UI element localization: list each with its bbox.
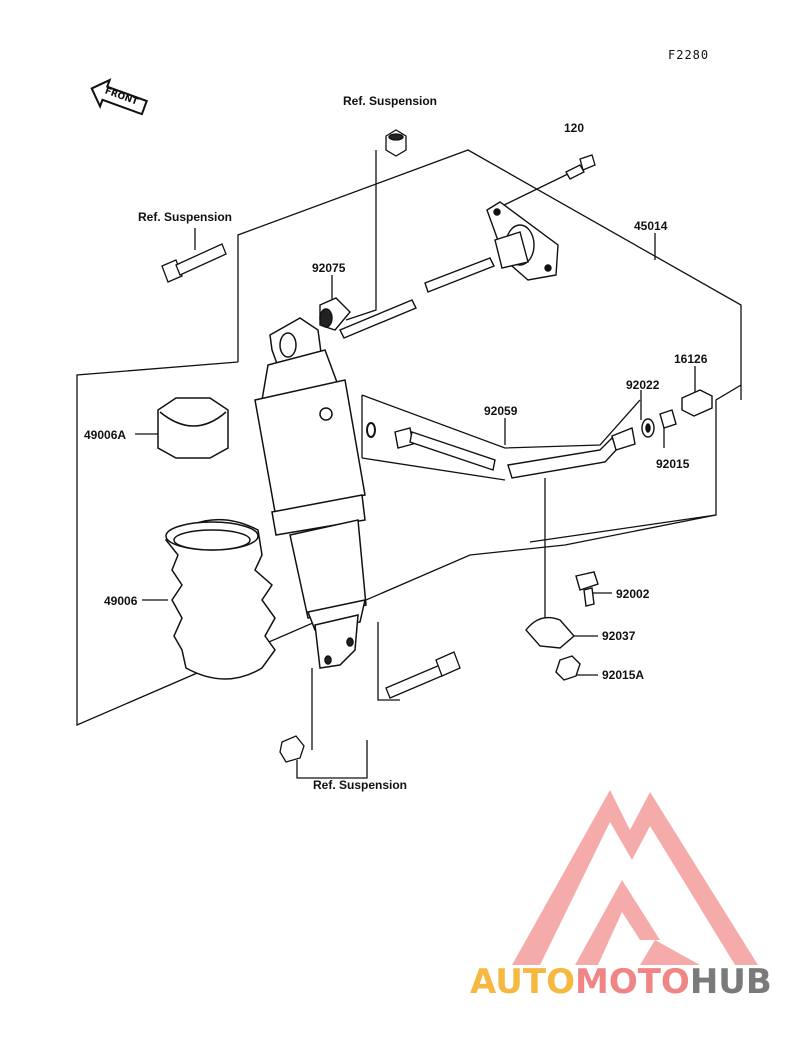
label-92059: 92059 (484, 404, 518, 418)
watermark-text: AUTOMOTOHUB (470, 962, 772, 1002)
label-92037: 92037 (602, 629, 636, 643)
bushing-92075-icon (319, 297, 417, 339)
assembly-outline (76, 149, 742, 726)
label-120: 120 (564, 121, 585, 135)
label-49006: 49006 (104, 594, 138, 608)
leader-120 (497, 171, 573, 209)
watermark-auto: AUTO (470, 962, 575, 1002)
watermark-logo-icon (512, 790, 758, 965)
fittings-icon (641, 389, 713, 438)
label-ref-suspension-left: Ref. Suspension (138, 210, 233, 224)
leader-92075-bolt (345, 150, 377, 321)
label-ref-suspension-bottom: Ref. Suspension (313, 778, 408, 792)
left-bolt-icon (161, 243, 227, 283)
hose-box (361, 394, 641, 481)
boot-49006a-icon (157, 397, 229, 459)
label-92002: 92002 (616, 587, 650, 601)
inner-connector (529, 514, 717, 543)
bolt-120-icon (565, 154, 596, 180)
label-ref-suspension-top: Ref. Suspension (343, 94, 438, 108)
label-49006a: 49006A (84, 428, 127, 442)
bellows-49006-icon (164, 518, 276, 680)
label-92022: 92022 (626, 378, 660, 392)
shock-absorber-icon (254, 317, 367, 669)
front-arrow-icon (90, 78, 148, 116)
label-92075: 92075 (312, 261, 346, 275)
leader-bottom-ref (296, 622, 400, 779)
bottom-bolt-icon (279, 651, 461, 763)
reservoir-mount-icon (424, 201, 559, 293)
clamp-hardware-icon (525, 571, 599, 681)
label-92015: 92015 (656, 457, 690, 471)
watermark-moto: MOTO (574, 962, 690, 1002)
top-nut-icon (385, 129, 407, 157)
label-16126: 16126 (674, 352, 708, 366)
watermark-hub: HUB (689, 962, 772, 1002)
figure-code: F2280 (668, 48, 710, 62)
hose-92059-icon (394, 427, 636, 479)
label-45014: 45014 (634, 219, 668, 233)
label-92015a: 92015A (602, 668, 645, 682)
o-ring-icon (366, 422, 376, 438)
